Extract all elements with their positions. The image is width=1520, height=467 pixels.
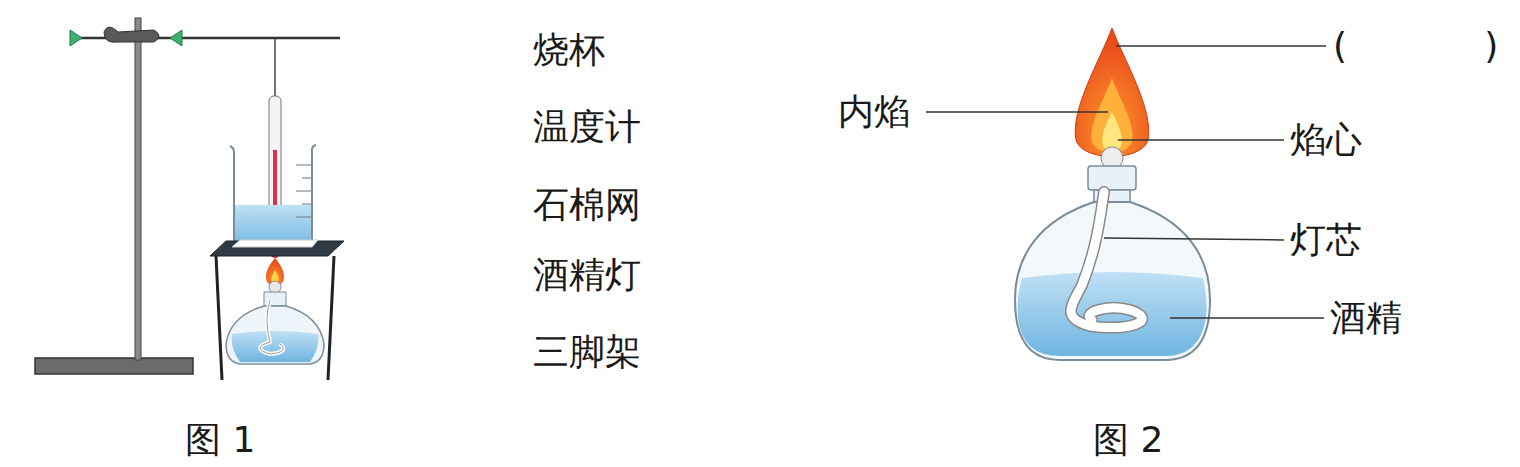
iron-stand (35, 18, 340, 374)
part-name: 烧杯 (533, 32, 605, 68)
flame-label: 焰心 (1290, 122, 1362, 158)
figure-caption: 图 1 (185, 422, 255, 458)
alcohol-lamp-large (1015, 28, 1210, 360)
figure-caption: 图 2 (1093, 422, 1163, 458)
leader-lines (926, 46, 1326, 318)
part-name: 酒精灯 (533, 257, 641, 293)
part-name: 酒精 (1330, 300, 1402, 336)
part-name: 石棉网 (533, 187, 641, 223)
part-name: 灯芯 (1290, 222, 1362, 258)
asbestos-gauze-tripod (210, 240, 344, 380)
part-name: 温度计 (533, 109, 641, 145)
flame-label: 内焰 (838, 94, 910, 130)
beaker (230, 145, 316, 252)
part-name: 三脚架 (533, 334, 641, 370)
blank-bracket: ( ) (1333, 28, 1498, 64)
alcohol-lamp-small (226, 258, 324, 364)
